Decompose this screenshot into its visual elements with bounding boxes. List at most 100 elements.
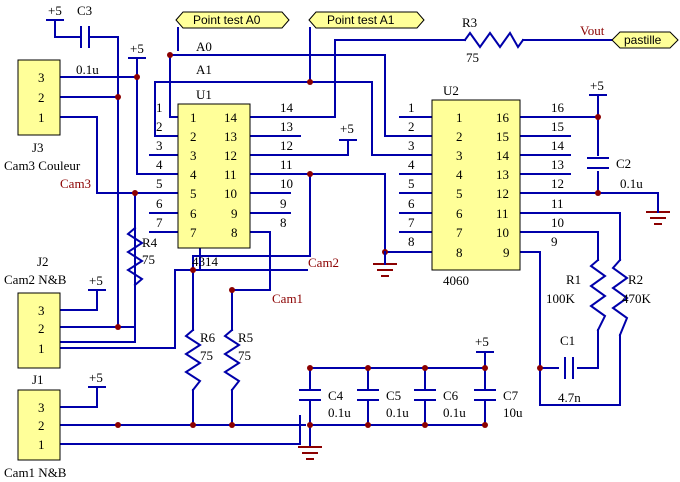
test-point-a1-label: Point test A1: [327, 13, 395, 27]
pin-number: 3: [156, 138, 163, 153]
pin-number: 12: [496, 186, 509, 201]
capacitor-value: 0.1u: [76, 62, 99, 77]
pin-number: 2: [408, 119, 415, 134]
resistor-value: 75: [200, 348, 213, 363]
net-label-cam3: Cam3: [60, 176, 91, 191]
vcc-symbol: +5: [589, 78, 607, 96]
connector-pin: 1: [38, 110, 45, 125]
connector-pin: 3: [38, 400, 45, 415]
vcc-label: +5: [590, 78, 604, 93]
pin-number: 14: [551, 138, 565, 153]
junction-dot: [115, 324, 121, 330]
ic-u2-ref: U2: [443, 83, 459, 98]
net-label-vout: Vout: [580, 23, 605, 38]
pin-number: 10: [496, 225, 509, 240]
pin-number: 14: [224, 110, 238, 125]
pin-number: 11: [280, 157, 293, 172]
junction-dot: [482, 422, 488, 428]
capacitor-value: 4.7n: [558, 390, 581, 405]
pin-number: 5: [190, 186, 197, 201]
connector-pin: 3: [38, 70, 45, 85]
junction-dot: [482, 365, 488, 371]
capacitor-value: 10u: [503, 405, 523, 420]
capacitor-value: 0.1u: [328, 405, 351, 420]
junction-dot: [365, 365, 371, 371]
pin-number: 5: [456, 186, 463, 201]
pin-number: 1: [408, 100, 415, 115]
junction-dot: [595, 114, 601, 120]
junction-dot: [307, 79, 313, 85]
capacitor-c4: C4 0.1u: [299, 388, 351, 420]
connector-name: Cam1 N&B: [4, 465, 67, 480]
power-symbols: +5 +5 +5 +5 +5 +5 +5: [46, 3, 670, 460]
junction-dot: [167, 52, 173, 58]
junction-dot: [307, 171, 313, 177]
connector-name: Cam3 Couleur: [4, 158, 81, 173]
pin-number: 7: [190, 225, 197, 240]
pin-number: 16: [551, 100, 565, 115]
capacitor-value: 0.1u: [443, 405, 466, 420]
pin-number: 11: [496, 206, 509, 221]
resistor-r2: R2 470K: [611, 258, 652, 337]
pin-number: 4: [456, 167, 463, 182]
pin-number: 2: [190, 129, 197, 144]
vcc-symbol: +5: [46, 3, 64, 21]
junction-dot: [537, 365, 543, 371]
test-point-a0: Point test A0: [175, 11, 290, 29]
pin-number: 9: [231, 206, 238, 221]
resistor-value: 100K: [546, 291, 576, 306]
capacitor-ref: C4: [328, 388, 344, 403]
connector-pin: 2: [38, 321, 45, 336]
resistor-ref: R4: [142, 235, 158, 250]
capacitor-ref: C3: [77, 3, 92, 18]
pin-number: 1: [190, 110, 197, 125]
pin-number: 8: [280, 215, 287, 230]
pin-number: 8: [456, 245, 463, 260]
ic-u2-outer-right-pins: 16 15 14 13 12 11 10 9: [551, 100, 565, 249]
vcc-label: +5: [89, 370, 103, 385]
pin-number: 14: [496, 148, 510, 163]
pin-number: 2: [456, 129, 463, 144]
pin-number: 4: [408, 157, 415, 172]
capacitor-ref: C6: [443, 388, 459, 403]
capacitor-ref: C2: [616, 156, 631, 171]
vcc-label: +5: [340, 121, 354, 136]
pin-number: 8: [408, 234, 415, 249]
resistor-value: 75: [238, 348, 251, 363]
resistor-ref: R6: [200, 330, 216, 345]
pin-number: 11: [224, 167, 237, 182]
pin-number: 12: [551, 176, 564, 191]
junction-dot: [134, 74, 140, 80]
ic-u1-outer-right-pins: 14 13 12 11 10 9 8: [280, 100, 294, 230]
ic-u2-outer-left-pins: 1 2 3 4 5 6 7 8: [408, 100, 415, 249]
ic-u1-inner-right-pins: 14 13 12 11 10 9 8: [224, 110, 238, 240]
connector-name: Cam2 N&B: [4, 272, 67, 287]
junction-dot: [190, 422, 196, 428]
vcc-label: +5: [89, 273, 103, 288]
pin-number: 14: [280, 100, 294, 115]
ic-u2-inner-left-pins: 1 2 3 4 5 6 7 8: [456, 110, 463, 260]
junction-dot: [229, 422, 235, 428]
connector-ref: J3: [32, 140, 44, 155]
wiring: [54, 19, 659, 446]
pin-number: 13: [280, 119, 293, 134]
ic-u1-inner-left-pins: 1 2 3 4 5 6 7: [190, 110, 197, 240]
resistor-ref: R5: [238, 330, 253, 345]
net-label-cam1: Cam1: [272, 291, 303, 306]
vcc-symbol: +5: [88, 370, 106, 388]
resistor-ref: R1: [566, 272, 581, 287]
vcc-symbol: +5: [88, 273, 106, 291]
output-tag-label: pastille: [624, 33, 662, 47]
vcc-symbol: +5: [128, 41, 146, 59]
vcc-label: +5: [475, 334, 489, 349]
junction-dot: [422, 422, 428, 428]
resistor-ref: R3: [462, 15, 477, 30]
resistor-value: 470K: [622, 291, 652, 306]
junction-dot: [115, 94, 121, 100]
output-tag: pastille: [611, 31, 679, 49]
net-label-a0: A0: [196, 39, 212, 54]
pin-number: 6: [408, 196, 415, 211]
ic-u2-part: 4060: [443, 273, 469, 288]
resistor-value: 75: [466, 50, 479, 65]
pin-number: 10: [224, 186, 237, 201]
